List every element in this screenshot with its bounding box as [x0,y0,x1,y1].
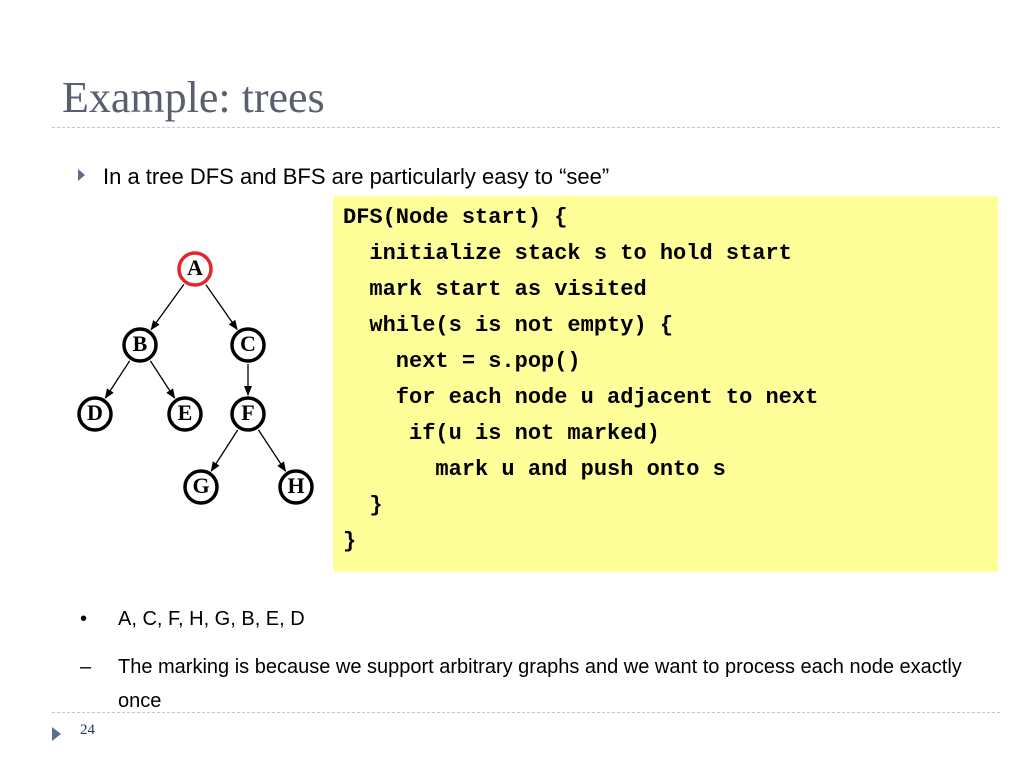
tree-edge-a-b [150,284,185,331]
tree-node-d: D [77,396,113,432]
bullet-text: In a tree DFS and BFS are particularly e… [103,164,610,189]
triangle-bullet-icon [52,727,61,741]
node-label: F [241,400,254,425]
tree-node-a: A [177,251,213,287]
tree-edges [104,284,287,472]
code-line: mark start as visited [343,277,647,302]
tree-edge-a-c [205,284,238,331]
bullet-text: The marking is because we support arbitr… [118,656,962,712]
tree-node-h: H [278,469,314,505]
dot-bullet-icon: • [80,608,88,630]
code-line: if(u is not marked) [343,421,660,446]
node-label: H [287,473,304,498]
code-line: while(s is not empty) { [343,313,674,338]
tree-node-f: F [230,396,266,432]
code-line: mark u and push onto s [343,457,726,482]
bullet-traversal-order: • A, C, F, H, G, B, E, D [80,608,305,631]
node-circle [177,251,213,287]
node-label: D [87,400,103,425]
bullet-text: A, C, F, H, G, B, E, D [118,608,305,630]
tree-edge-f-h [257,429,287,472]
code-line: for each node u adjacent to next [343,385,819,410]
node-circle [230,396,266,432]
node-circle [278,469,314,505]
code-line: next = s.pop() [343,349,581,374]
node-circle [77,396,113,432]
node-label: A [187,255,203,280]
dfs-code-box: DFS(Node start) { initialize stack s to … [333,196,998,572]
tree-node-e: E [167,396,203,432]
tree-node-g: G [183,469,219,505]
node-label: G [192,473,209,498]
dash-bullet-icon: – [80,656,92,678]
tree-edge-f-g [210,429,239,472]
tree-node-c: C [230,327,266,363]
footer-divider [52,712,1000,713]
node-circle [122,327,158,363]
triangle-bullet-icon [78,169,85,181]
node-label: B [133,331,148,356]
node-circle [230,327,266,363]
code-line: } [343,529,357,554]
page-number: 24 [80,722,95,738]
title-divider [52,127,1000,128]
node-circle [167,396,203,432]
code-line: initialize stack s to hold start [343,241,792,266]
code-line: } [343,493,383,518]
bullet-main: In a tree DFS and BFS are particularly e… [78,164,609,190]
tree-edge-b-d [104,360,131,399]
node-label: E [178,400,193,425]
tree-node-b: B [122,327,158,363]
node-label: C [240,331,256,356]
node-circle [183,469,219,505]
tree-nodes: A B C D E F G H [77,251,314,505]
tree-edge-b-e [149,360,176,399]
slide-title: Example: trees [62,73,325,122]
code-line: DFS(Node start) { [343,205,568,230]
